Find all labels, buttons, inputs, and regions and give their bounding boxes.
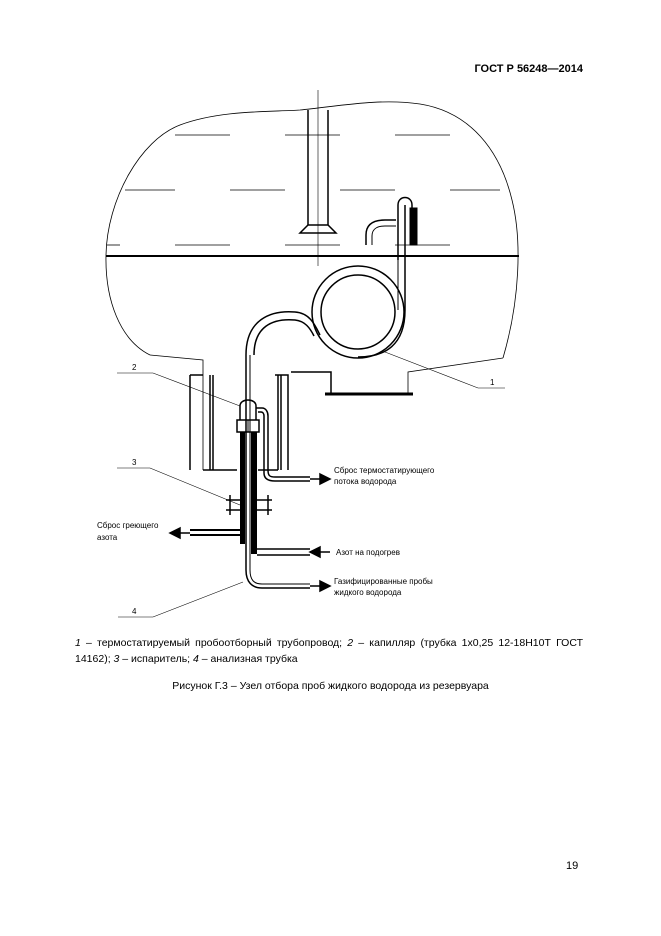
legend-num-4: 4	[193, 653, 199, 665]
callout-leaders	[117, 351, 505, 618]
legend-num-2: 2	[347, 637, 354, 649]
thermo-discharge-label-2: потока водорода	[334, 477, 397, 486]
gas-samples-label-1: Газифицированные пробы	[334, 577, 433, 586]
thermo-discharge-label-1: Сброс термостатирующего	[334, 466, 435, 475]
legend-num-3: 3	[113, 653, 120, 665]
heating-n2-discharge-label-1: Сброс греющего	[97, 521, 159, 530]
legend-text-3: – испаритель;	[119, 653, 194, 665]
legend-num-1: 1	[75, 637, 81, 649]
tank-outline	[105, 101, 519, 470]
callout-3: 3	[132, 458, 137, 467]
fill-pipe	[298, 90, 338, 266]
figure-legend: 1 – термостатируемый пробоотборный трубо…	[75, 635, 583, 667]
legend-text-4: – анализная трубка	[198, 653, 298, 665]
sampling-unit-diagram: 1 2 3 4 Сброс термостатирующего потока в…	[97, 90, 519, 618]
n2-heating-label: Азот на подогрев	[336, 548, 400, 557]
flow-arrows	[168, 472, 332, 593]
callout-2: 2	[132, 363, 137, 372]
liquid-hatching	[107, 134, 500, 246]
figure-caption: Рисунок Г.3 – Узел отбора проб жидкого в…	[172, 680, 489, 692]
legend-text-2: – капилляр (трубка 1х0,25 12-18Н10Т ГОСТ…	[75, 637, 583, 665]
gas-samples-label-2: жидкого водорода	[334, 588, 402, 597]
callout-1: 1	[490, 378, 495, 387]
vaporizer-assembly	[190, 355, 310, 589]
legend-text-1: – термостатируемый пробоотборный трубопр…	[80, 637, 348, 649]
heating-n2-discharge-label-2: азота	[97, 533, 118, 542]
page-number: 19	[566, 860, 579, 872]
sampling-pipeline	[245, 196, 418, 359]
tank-bottom-structure	[189, 371, 413, 471]
callout-4: 4	[132, 607, 137, 616]
document-header: ГОСТ Р 56248—2014	[474, 63, 583, 75]
